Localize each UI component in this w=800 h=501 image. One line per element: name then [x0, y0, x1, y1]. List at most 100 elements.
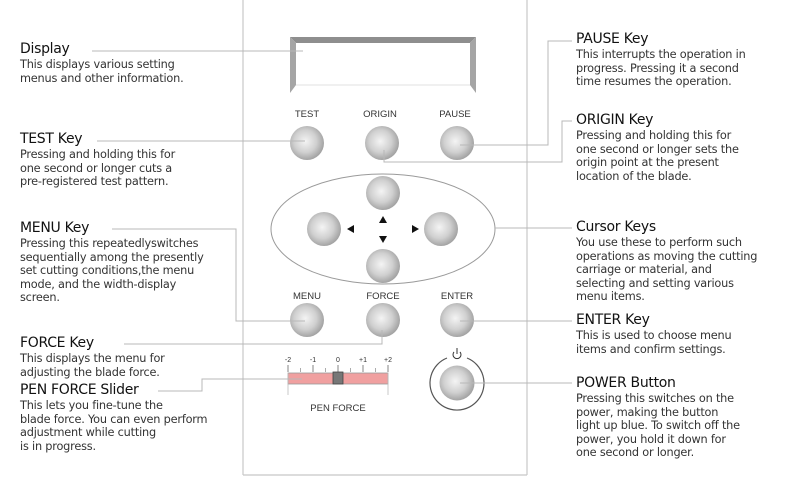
callout-origin-title: ORIGIN Key — [576, 112, 654, 128]
panel-frame — [242, 0, 528, 476]
callout-menu-title: MENU Key — [20, 220, 90, 236]
callout-enter-title: ENTER Key — [576, 312, 650, 328]
cursor-up-key[interactable] — [366, 176, 400, 210]
leader-menu — [112, 228, 305, 322]
cursor-down-key[interactable] — [366, 249, 400, 283]
callout-cursor: Cursor Keys You use these to perform suc… — [576, 219, 757, 304]
leader-pause — [460, 40, 572, 146]
desc-line: Pressing and holding this for — [20, 148, 176, 161]
display-screen — [290, 37, 476, 97]
desc-line: time resumes the operation. — [576, 75, 732, 89]
arrow-down-icon — [379, 236, 387, 243]
slider-tick-label: -2 — [285, 357, 291, 364]
desc-line: carriage or material, and — [576, 263, 712, 277]
desc-line: origin point at the present — [576, 156, 719, 170]
callout-display-title: Display — [20, 41, 70, 57]
desc-line: one second or longer cuts a — [20, 161, 173, 175]
callout-cursor-title: Cursor Keys — [576, 219, 656, 235]
desc-line: menus and other information. — [20, 71, 184, 85]
desc-line: location of the blade. — [576, 169, 692, 183]
menu-key-label: MENU — [293, 291, 321, 302]
callout-test-title: TEST Key — [20, 131, 83, 147]
desc-line: one second or longer. — [576, 446, 694, 460]
desc-line: This lets you fine-tune the — [20, 399, 163, 412]
slider-tick-label: +2 — [384, 357, 392, 364]
slider-tick-label: +1 — [359, 357, 367, 364]
desc-line: Pressing and holding this for — [576, 129, 732, 142]
desc-line: mode, and the width-display — [20, 277, 177, 291]
slider-knob[interactable] — [332, 371, 344, 385]
arrow-up-icon — [379, 216, 387, 223]
desc-line: This displays various setting — [20, 58, 175, 71]
leader-origin — [383, 120, 572, 163]
desc-line: blade force. You can even perform — [20, 412, 208, 426]
pen-force-label: PEN FORCE — [310, 403, 365, 414]
desc-line: power, you hold it down for — [576, 432, 726, 446]
power-button-group — [429, 348, 485, 411]
callout-force-title: FORCE Key — [20, 335, 94, 351]
cursor-right-key[interactable] — [424, 212, 458, 246]
callout-pause: PAUSE Key This interrupts the operation … — [576, 31, 746, 89]
desc-line: pre-registered test pattern. — [20, 175, 169, 189]
menu-key[interactable] — [290, 303, 324, 337]
desc-line: You use these to perform such — [576, 236, 742, 249]
desc-line: is in progress. — [20, 439, 96, 453]
enter-key[interactable] — [440, 303, 474, 337]
desc-line: adjustment while cutting — [20, 426, 156, 440]
desc-line: items and confirm settings. — [576, 342, 726, 356]
power-button[interactable] — [439, 365, 475, 401]
pause-key-label: PAUSE — [439, 109, 471, 120]
callout-pen-force-title: PEN FORCE Slider — [20, 382, 139, 398]
leader-force — [124, 330, 383, 345]
test-key[interactable] — [290, 126, 324, 160]
desc-line: adjusting the blade force. — [20, 365, 160, 379]
callout-pause-title: PAUSE Key — [576, 31, 649, 47]
force-key[interactable] — [366, 303, 400, 337]
desc-line: This is used to choose menu — [576, 329, 732, 342]
desc-line: power, making the button — [576, 405, 719, 419]
callout-power-title: POWER Button — [576, 375, 676, 391]
power-icon — [452, 348, 462, 360]
origin-key-label: ORIGIN — [363, 109, 397, 120]
cursor-left-key[interactable] — [307, 212, 341, 246]
desc-line: Pressing this repeatedlyswitches — [20, 237, 199, 250]
enter-key-label: ENTER — [441, 291, 473, 302]
desc-line: Pressing this switches on the — [576, 392, 734, 405]
callout-power: POWER Button Pressing this switches on t… — [576, 375, 740, 460]
leader-pen-force — [158, 378, 302, 392]
cursor-keys-surround — [270, 173, 496, 285]
desc-line: This interrupts the operation in — [576, 48, 746, 61]
desc-line: operations as moving the cutting — [576, 249, 758, 263]
callout-origin: ORIGIN Key Pressing and holding this for… — [576, 112, 739, 183]
origin-key[interactable] — [365, 126, 399, 160]
desc-line: This displays the menu for — [20, 352, 165, 365]
desc-line: light up blue. To switch off the — [576, 419, 740, 433]
desc-line: one second or longer sets the — [576, 142, 739, 156]
pause-key[interactable] — [440, 126, 474, 160]
test-key-label: TEST — [295, 109, 319, 120]
slider-tick-label: 0 — [336, 357, 340, 364]
callout-pen-force: PEN FORCE Slider This lets you fine-tune… — [20, 382, 208, 453]
desc-line: progress. Pressing it a second — [576, 61, 739, 75]
desc-line: sequentially among the presently — [20, 250, 204, 264]
force-key-label: FORCE — [366, 291, 399, 302]
desc-line: set cutting conditions,the menu — [20, 264, 195, 278]
arrow-right-icon — [412, 225, 419, 233]
desc-line: screen. — [20, 291, 60, 305]
